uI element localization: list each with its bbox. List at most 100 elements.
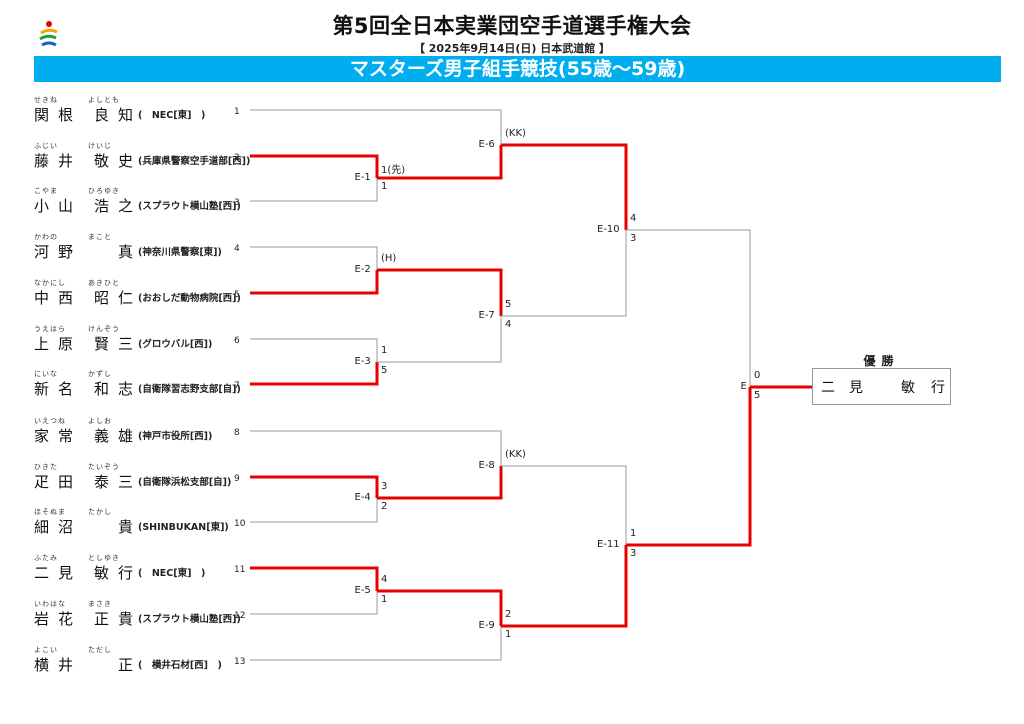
player-name-char: 義 [94,427,110,445]
player-furigana: ひ [104,279,111,287]
player-furigana: あ [88,279,95,287]
player-furigana: と [104,233,111,241]
player-name-char: 志 [118,380,134,398]
player-furigana: い [42,370,49,378]
bout-id: E-7 [478,310,495,321]
player-furigana: よ [88,417,95,425]
player-furigana: た [88,463,95,471]
player-name-char: 敏 [94,564,110,582]
win-line [377,589,503,626]
player-furigana: し [96,417,103,425]
bout-id: E-9 [478,620,495,631]
bout-score-top: 1 [630,528,637,539]
player-furigana: ゆ [104,187,111,195]
player-furigana: う [34,325,41,333]
player-name-char: 仁 [118,289,134,307]
player-furigana: け [88,325,95,333]
player-furigana: や [42,187,49,195]
player-furigana: い [96,142,103,150]
player-name-char: 知 [118,106,134,124]
bracket-line [250,498,378,523]
bout-score-top: 3 [381,481,388,492]
bout-id: E-1 [354,172,371,183]
player-name-char: 之 [118,197,134,215]
player-furigana: み [50,554,57,562]
player-name-char: 河 [34,243,50,261]
bout-score-top: 5 [505,299,512,310]
player-affiliation: (自衛隊習志野支部[自]) [138,384,241,395]
player-number: 7 [234,381,240,391]
bout-score-top: 4 [381,574,388,585]
player-furigana: な [50,370,57,378]
player-furigana: と [88,554,95,562]
bracket-line [250,109,502,145]
player-furigana: の [50,233,57,241]
bracket-line [501,230,627,317]
player-name-char: 史 [118,152,134,170]
bout-score-top: (KK) [505,128,526,139]
player-furigana: は [50,600,57,608]
player-furigana: お [104,417,111,425]
win-line [250,475,379,498]
player-furigana: さ [96,600,103,608]
player-affiliation: (兵庫県警察空手道部[西]) [138,156,251,167]
player-name-char: 関 [34,106,50,124]
player-row: こやまひろゆき小山浩之(スプラウト横山塾[西])3 [30,186,265,220]
player-furigana: い [34,600,41,608]
player-furigana: わ [42,600,49,608]
bout-score-bottom: 4 [505,319,512,330]
player-furigana: せ [34,96,41,104]
player-affiliation: (おおしだ動物病院[西]) [138,293,241,304]
bout-score-top: (KK) [505,449,526,460]
player-row: よこいただし横井正( 横井石材[西] )13 [30,645,265,679]
player-furigana: か [96,508,103,516]
bout-score-bottom: 3 [630,548,637,559]
player-number: 2 [234,153,240,163]
bout-score-bottom: 1 [505,629,512,640]
player-row: いえつねよしお家常義雄(神戸市役所[西])8 [30,416,265,450]
player-name-char: 小 [34,197,50,215]
player-row: いわはなまさき岩花正貴(スプラウト横山塾[西])12 [30,599,265,633]
champion-name-char: 敏 [901,380,915,396]
player-name-char: 中 [34,289,50,307]
bout-score-bottom: 3 [630,233,637,244]
player-furigana: ん [96,325,103,333]
win-line [501,143,628,230]
player-number: 5 [234,290,240,300]
player-furigana: け [88,142,95,150]
player-name-char: 浩 [94,197,110,215]
player-name-char: 家 [34,427,50,445]
bout-score-top: 0 [754,370,761,381]
bout-score-top: (H) [381,253,397,264]
player-furigana: そ [42,508,49,516]
bout-score-bottom: 5 [381,365,388,376]
player-number: 11 [234,565,246,575]
champion-heading: 優勝 [863,354,900,368]
player-number: 9 [234,474,240,484]
player-furigana: し [96,554,103,562]
player-affiliation: ( NEC[東] ) [138,110,206,121]
bout-score-bottom: 2 [381,501,388,512]
player-furigana: き [112,187,119,195]
bout-score-bottom: 5 [754,390,761,401]
player-affiliation: (スプラウト横山塾[西]) [138,614,241,625]
player-furigana: も [112,96,119,104]
bracket-line [501,465,627,545]
champion-name-char: 二 [821,380,835,396]
player-furigana: こ [96,233,103,241]
player-name-char: 花 [58,610,74,628]
player-furigana: よ [34,646,41,654]
bracket-line [250,338,378,362]
player-furigana: ら [58,325,65,333]
player-affiliation: (自衛隊浜松支部[自]) [138,477,232,488]
player-furigana: た [42,554,49,562]
player-name-char: 山 [58,197,74,215]
bout-score-top: 1(先) [381,165,406,176]
player-row: うえはらけんぞう上原賢三(グロウバル[西])6 [30,324,265,358]
player-furigana: ほ [34,508,41,516]
player-name-char: 新 [34,380,50,398]
player-number: 13 [234,657,246,667]
player-furigana: し [104,508,111,516]
player-name-char: 正 [94,610,110,628]
player-affiliation: ( NEC[東] ) [138,568,206,579]
